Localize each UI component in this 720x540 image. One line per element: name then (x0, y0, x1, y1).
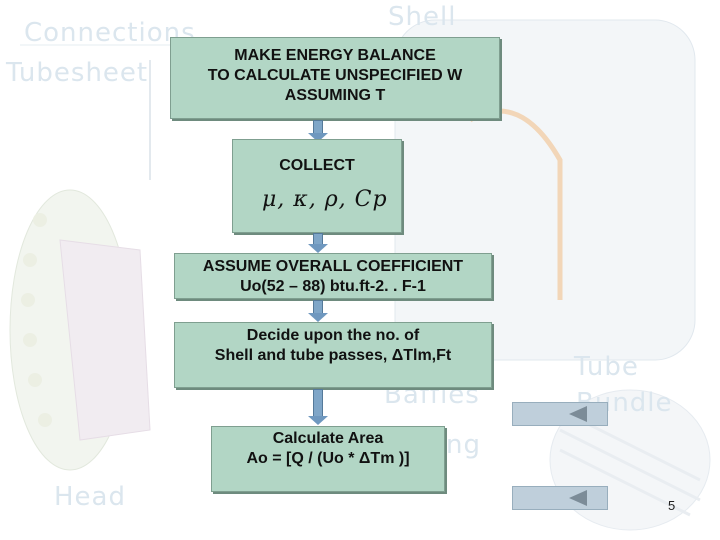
step3-line2: Uo(52 – 88) btu.ft-2. . F-1 (240, 278, 426, 295)
step5-line1: Calculate Area (272, 430, 384, 447)
step1-line3: ASSUMING T (284, 87, 386, 104)
bg-label-head: Head (54, 482, 126, 512)
arrow-down-icon (308, 300, 328, 322)
step1-line1: MAKE ENERGY BALANCE (234, 47, 436, 64)
step3-line1: ASSUME OVERALL COEFFICIENT (202, 258, 464, 275)
step-calculate-area-box: Calculate Area Ao = [Q / (Uo * ΔTm )] (211, 426, 445, 492)
step2-line1: COLLECT (279, 157, 355, 174)
back-slide-button[interactable] (512, 486, 608, 510)
step4-line2: Shell and tube passes, ΔTlm,Ft (214, 347, 452, 364)
property-formula: μ, κ, ρ, Cp (262, 187, 388, 212)
bg-label-tubesheet: Tubesheet (6, 58, 149, 88)
triangle-left-icon (569, 406, 587, 422)
bg-label-ng: ng (446, 430, 481, 460)
arrow-down-icon (308, 389, 328, 425)
step-collect-box: COLLECT (232, 139, 402, 233)
slide-number: 5 (668, 498, 676, 513)
bg-label-shell: Shell (388, 2, 457, 32)
step1-line2: TO CALCULATE UNSPECIFIED W (207, 67, 463, 84)
arrow-down-icon (308, 233, 328, 253)
triangle-left-icon (569, 490, 587, 506)
arrow-down-icon (308, 120, 328, 142)
previous-slide-button[interactable] (512, 402, 608, 426)
bg-label-tube: Tube (574, 352, 639, 382)
bg-label-connections: Connections (24, 18, 196, 48)
step-assume-coefficient-box: ASSUME OVERALL COEFFICIENT Uo(52 – 88) b… (174, 253, 492, 299)
step-energy-balance-box: MAKE ENERGY BALANCE TO CALCULATE UNSPECI… (170, 37, 500, 119)
step4-line1: Decide upon the no. of (246, 327, 420, 344)
step-passes-box: Decide upon the no. of Shell and tube pa… (174, 322, 492, 388)
step5-line2: Ao = [Q / (Uo * ΔTm )] (246, 450, 410, 467)
